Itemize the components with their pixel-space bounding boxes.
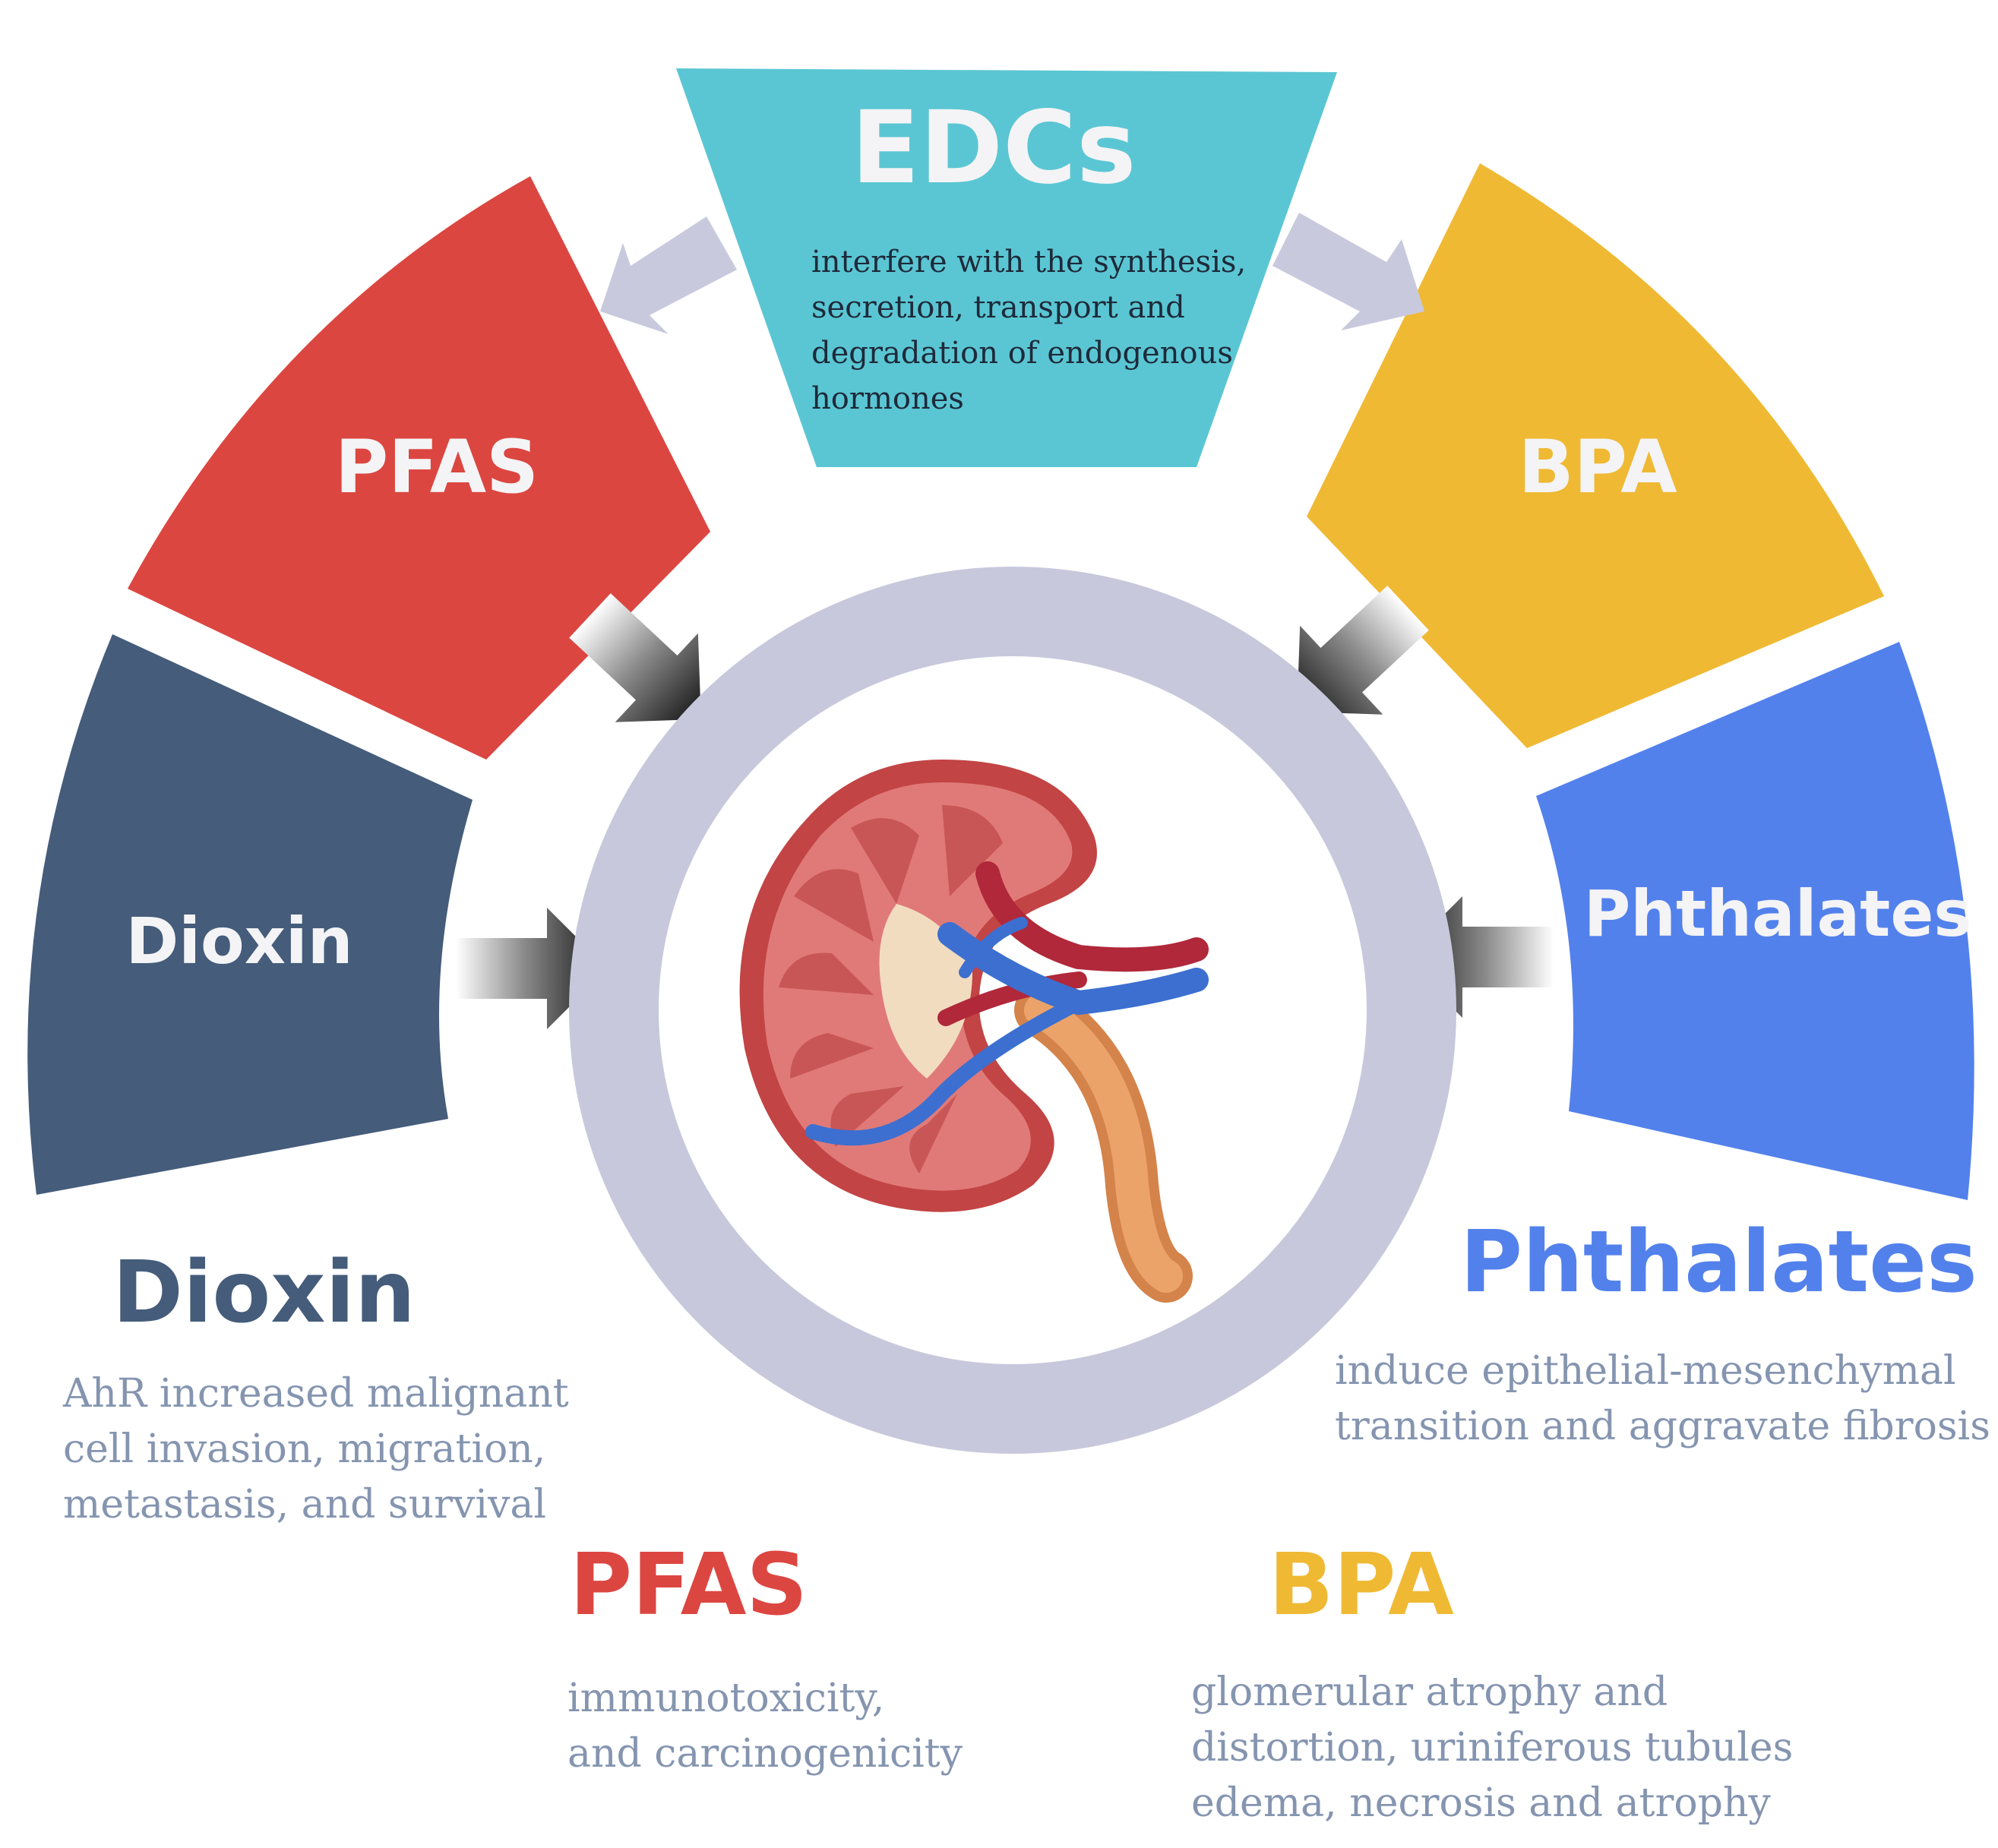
segment-pfas-shape [128, 176, 710, 760]
bpa-segment-title: BPA [1518, 425, 1677, 510]
segment-phthalates [1536, 642, 1974, 1200]
connector-arrow-to-pfas [600, 216, 737, 334]
segment-bpa [1307, 163, 1884, 748]
pfas-effect-description: immunotoxicity, and carcinogenicity [567, 1676, 963, 1777]
connector-arrow-to-bpa [1272, 213, 1424, 330]
edcs-title: EDCs [851, 90, 1136, 207]
pfas-effect-title: PFAS [570, 1536, 808, 1635]
dioxin-effect-description: AhR increased malignant cell invasion, m… [62, 1371, 581, 1527]
segment-bpa-shape [1307, 163, 1884, 748]
segment-pfas [128, 176, 710, 760]
pfas-segment-title: PFAS [335, 425, 539, 510]
bpa-effect-title: BPA [1269, 1536, 1454, 1635]
segment-edcs-shape [676, 68, 1337, 467]
bpa-effect-description: glomerular atrophy and distortion, urini… [1191, 1670, 1806, 1826]
center-ring [569, 567, 1456, 1454]
phthalates-segment-title: Phthalates [1584, 877, 1972, 951]
segment-dioxin [27, 634, 473, 1195]
dioxin-segment-title: Dioxin [125, 904, 352, 978]
segment-dioxin-shape [27, 634, 473, 1195]
dioxin-effect-title: Dioxin [112, 1243, 416, 1342]
kidney-icon [739, 760, 1209, 1303]
phthalates-effect-description: induce epithelial-mesenchymal transition… [1335, 1348, 1990, 1449]
edcs-description: interfere with the synthesis, secretion,… [811, 245, 1256, 416]
segment-phthalates-shape [1536, 642, 1974, 1200]
segment-edcs [676, 68, 1337, 467]
phthalates-effect-title: Phthalates [1460, 1213, 1977, 1312]
arrow-pfas-to-kidney [569, 593, 701, 722]
arrow-bpa-to-kidney [1297, 586, 1429, 715]
